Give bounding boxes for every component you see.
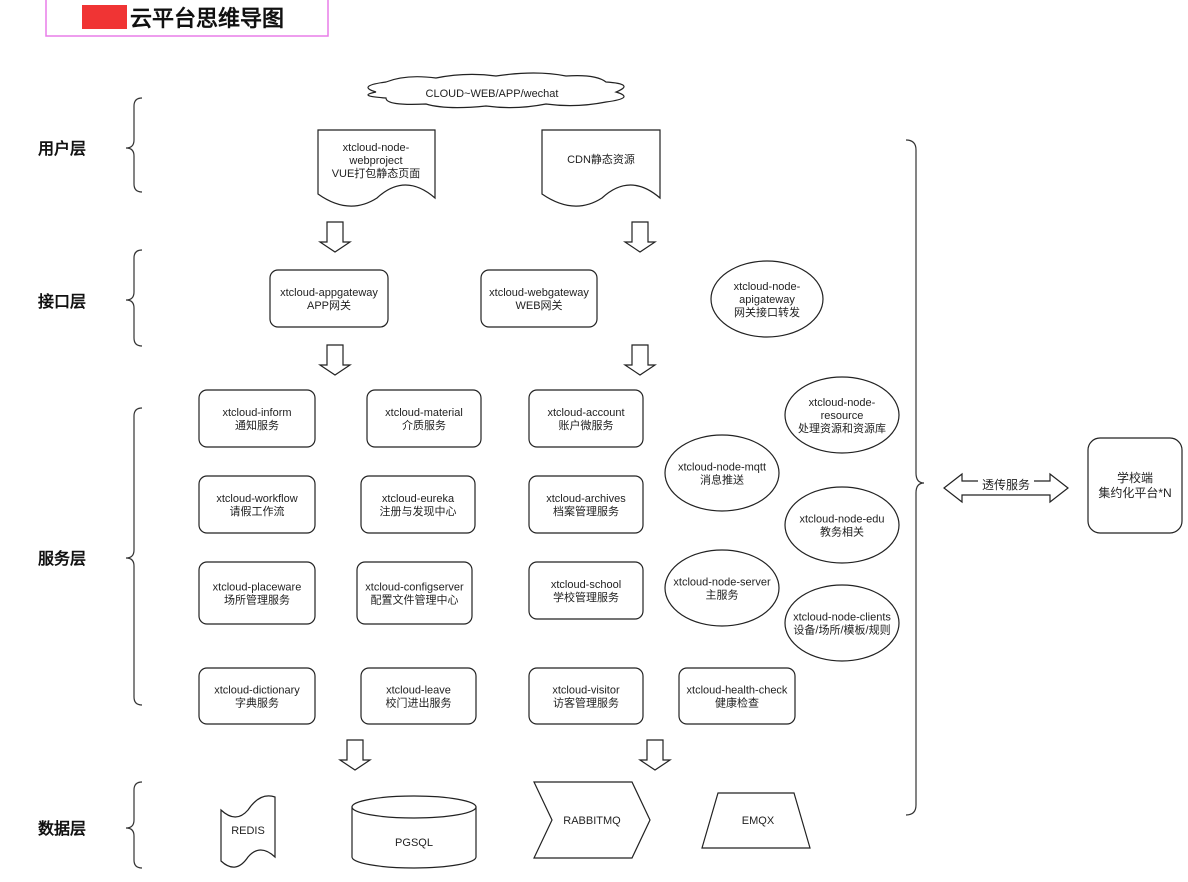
brace-right bbox=[905, 139, 925, 816]
down-arrow-icon bbox=[623, 344, 657, 376]
cloud-clients: CLOUD~WEB/APP/wechat bbox=[367, 72, 625, 109]
brace-service bbox=[125, 407, 143, 706]
layer-label-interface: 接口层 bbox=[38, 292, 86, 311]
down-arrow-icon bbox=[318, 221, 352, 253]
bridge-label: 透传服务 bbox=[982, 477, 1030, 492]
svg-text:REDIS: REDIS bbox=[231, 825, 265, 837]
title-box: 云平台思维导图 bbox=[45, 0, 329, 37]
layer-label-data: 数据层 bbox=[38, 819, 86, 838]
brace-interface bbox=[125, 249, 143, 347]
brace-data bbox=[125, 781, 143, 869]
down-arrow-icon bbox=[318, 221, 672, 771]
down-arrow-icon bbox=[638, 739, 672, 771]
page-title: 云平台思维导图 bbox=[130, 6, 284, 32]
layer-label-service: 服务层 bbox=[38, 549, 86, 568]
svg-text:CDN静态资源: CDN静态资源 bbox=[567, 152, 635, 166]
doc-cdn: CDN静态资源 bbox=[541, 129, 661, 207]
redacted-block bbox=[82, 5, 127, 29]
school-platform: 学校端集约化平台*N bbox=[1087, 437, 1183, 534]
down-arrow-icon bbox=[318, 344, 352, 376]
svg-text:EMQX: EMQX bbox=[742, 815, 775, 827]
store-rabbitmq: RABBITMQ bbox=[533, 781, 651, 859]
down-arrow-icon bbox=[338, 739, 372, 771]
cloud-label: CLOUD~WEB/APP/wechat bbox=[426, 88, 559, 100]
bridge-double-arrow: 透传服务 bbox=[943, 472, 1069, 504]
layer-label-user: 用户层 bbox=[38, 139, 86, 158]
down-arrow-icon bbox=[623, 221, 657, 253]
store-emqx: EMQX bbox=[701, 792, 811, 849]
svg-text:PGSQL: PGSQL bbox=[395, 837, 433, 849]
svg-text:RABBITMQ: RABBITMQ bbox=[563, 815, 621, 827]
svg-text:学校端集约化平台*N: 学校端集约化平台*N bbox=[1098, 470, 1171, 500]
store-redis: REDIS bbox=[220, 795, 276, 868]
brace-user bbox=[125, 97, 143, 193]
store-pgsql: PGSQL bbox=[351, 795, 477, 869]
